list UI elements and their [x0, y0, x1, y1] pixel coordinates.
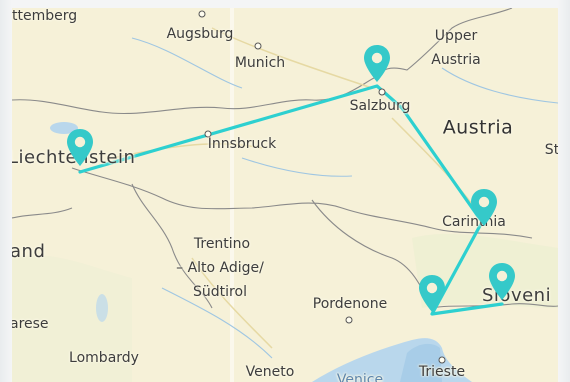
location-pin-icon[interactable] — [469, 188, 499, 228]
label-augsburg: Augsburg — [166, 26, 234, 42]
route-map[interactable]: ttemberg Augsburg Munich Upper Austria S… — [12, 8, 558, 382]
label-liechtenstein: Liechtenstein — [12, 149, 135, 167]
label-lombardy: Lombardy — [69, 350, 139, 366]
label-upper-austria-2: Austria — [431, 52, 481, 68]
label-trentino-2: – Alto Adige/ — [176, 260, 264, 276]
label-varese-fragment: arese — [12, 316, 49, 332]
label-trentino-3: Südtirol — [193, 284, 247, 300]
location-pin-icon[interactable] — [362, 44, 392, 84]
label-innsbruck: Innsbruck — [207, 136, 277, 152]
label-austria: Austria — [442, 116, 514, 139]
label-salzburg: Salzburg — [349, 98, 411, 114]
map-base — [12, 8, 558, 382]
label-pordenone: Pordenone — [312, 296, 388, 312]
city-dot-munich — [254, 42, 262, 50]
city-dot-innsbruck — [204, 130, 212, 138]
city-dot-stuttgart — [198, 10, 206, 18]
label-veneto: Veneto — [245, 364, 295, 380]
label-wurttemberg: ttemberg — [12, 8, 78, 24]
city-dot-salzburg — [378, 88, 386, 96]
label-carinthia: Carinthia — [442, 214, 506, 230]
label-munich: Munich — [234, 55, 286, 71]
label-trieste: Trieste — [418, 364, 466, 380]
city-dot-trieste — [438, 356, 446, 364]
location-pin-icon[interactable] — [487, 262, 517, 302]
route-line — [78, 84, 504, 316]
label-styria-fragment: St — [544, 142, 558, 158]
city-dot-pordenone — [345, 316, 353, 324]
label-upper-austria-1: Upper — [434, 28, 478, 44]
label-trentino-1: Trentino — [193, 236, 251, 252]
location-pin-icon[interactable] — [65, 128, 95, 168]
location-pin-icon[interactable] — [417, 274, 447, 314]
label-venice-fragment: Venice — [336, 372, 384, 382]
label-land-fragment: and — [12, 241, 46, 262]
